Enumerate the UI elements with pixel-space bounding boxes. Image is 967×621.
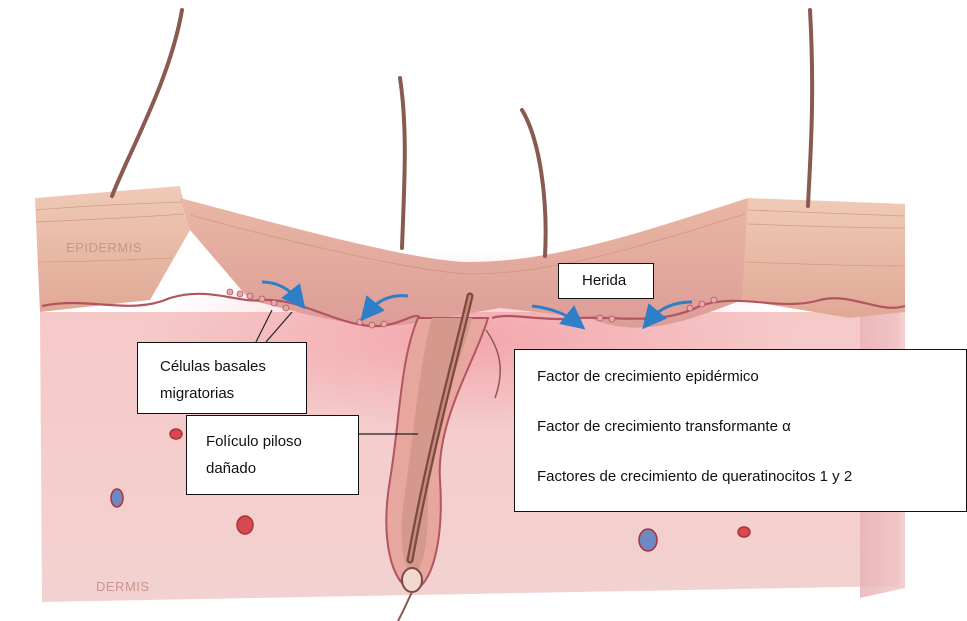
callout-follicle-line-2: dañado <box>206 455 358 482</box>
callout-basal-cells: Células basales migratorias <box>137 342 307 414</box>
epidermis-label: EPIDERMIS <box>66 240 142 255</box>
growth-factor-kgf: Factores de crecimiento de queratinocito… <box>537 464 966 489</box>
callout-wound-text: Herida <box>582 268 653 293</box>
callout-growth-factors: Factor de crecimiento epidérmico Factor … <box>514 349 967 512</box>
callout-wound: Herida <box>558 263 654 299</box>
dermis-label: DERMIS <box>96 579 150 594</box>
growth-factor-egf: Factor de crecimiento epidérmico <box>537 364 966 389</box>
callout-follicle-line-1: Folículo piloso <box>206 428 358 455</box>
callout-damaged-follicle: Folículo piloso dañado <box>186 415 359 495</box>
growth-factor-tgf-alpha: Factor de crecimiento transformante α <box>537 414 966 439</box>
callout-basal-cells-line-2: migratorias <box>160 380 306 407</box>
callout-basal-cells-line-1: Células basales <box>160 353 306 380</box>
